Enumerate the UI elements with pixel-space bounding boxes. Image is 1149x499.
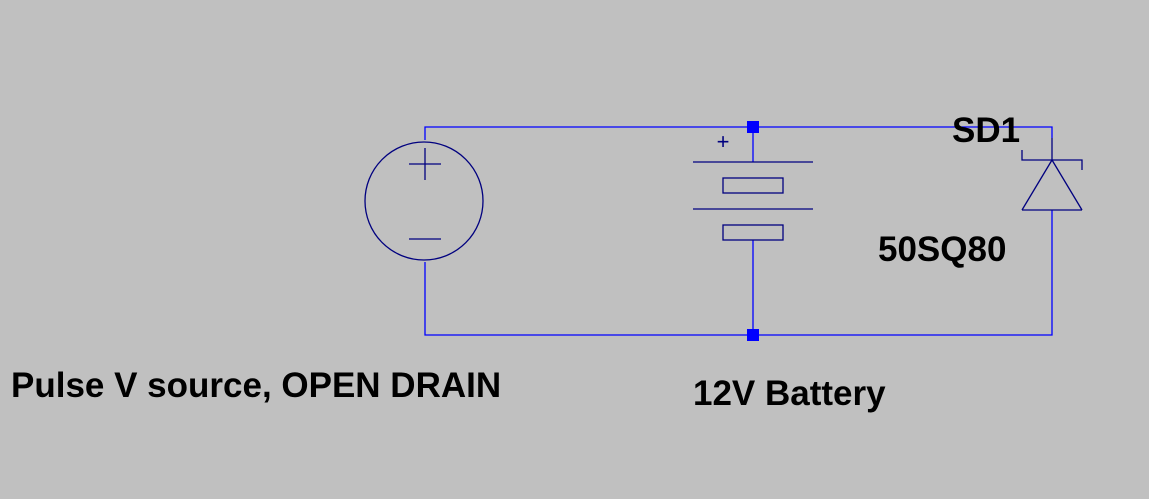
battery-label[interactable]: 12V Battery xyxy=(693,374,886,413)
bottom-junction-dot[interactable] xyxy=(747,329,759,341)
top-junction-dot[interactable] xyxy=(747,121,759,133)
top-wire[interactable] xyxy=(424,126,1053,140)
source-label[interactable]: Pulse V source, OPEN DRAIN xyxy=(11,366,501,405)
bottom-wire[interactable] xyxy=(424,210,1053,336)
voltage-source-symbol[interactable] xyxy=(364,141,484,261)
diode-triangle-left xyxy=(1021,159,1053,211)
diode-reference-label[interactable]: SD1 xyxy=(952,111,1020,150)
diode-triangle-right xyxy=(1051,159,1083,211)
schottky-diode-symbol[interactable] xyxy=(1021,138,1083,211)
battery-plate-short-2 xyxy=(722,224,784,241)
battery-plate-short-1 xyxy=(722,177,784,194)
battery-plus-marker: + xyxy=(717,129,730,154)
diode-model-label[interactable]: 50SQ80 xyxy=(878,230,1006,269)
battery-symbol[interactable] xyxy=(693,161,813,241)
voltage-source-circle xyxy=(364,141,484,261)
